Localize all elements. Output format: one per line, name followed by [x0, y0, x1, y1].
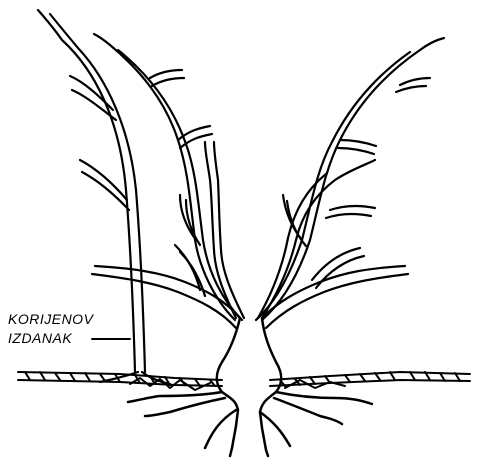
main-branches-left: [92, 34, 244, 328]
root-sucker-stem: [38, 10, 170, 384]
soil-line: [18, 372, 470, 390]
main-branches-right: [256, 38, 444, 328]
annotation-label-line2: IZDANAK: [8, 330, 72, 346]
annotation-label-line1: KORIJENOV: [8, 311, 93, 327]
root-crown: [128, 318, 372, 456]
